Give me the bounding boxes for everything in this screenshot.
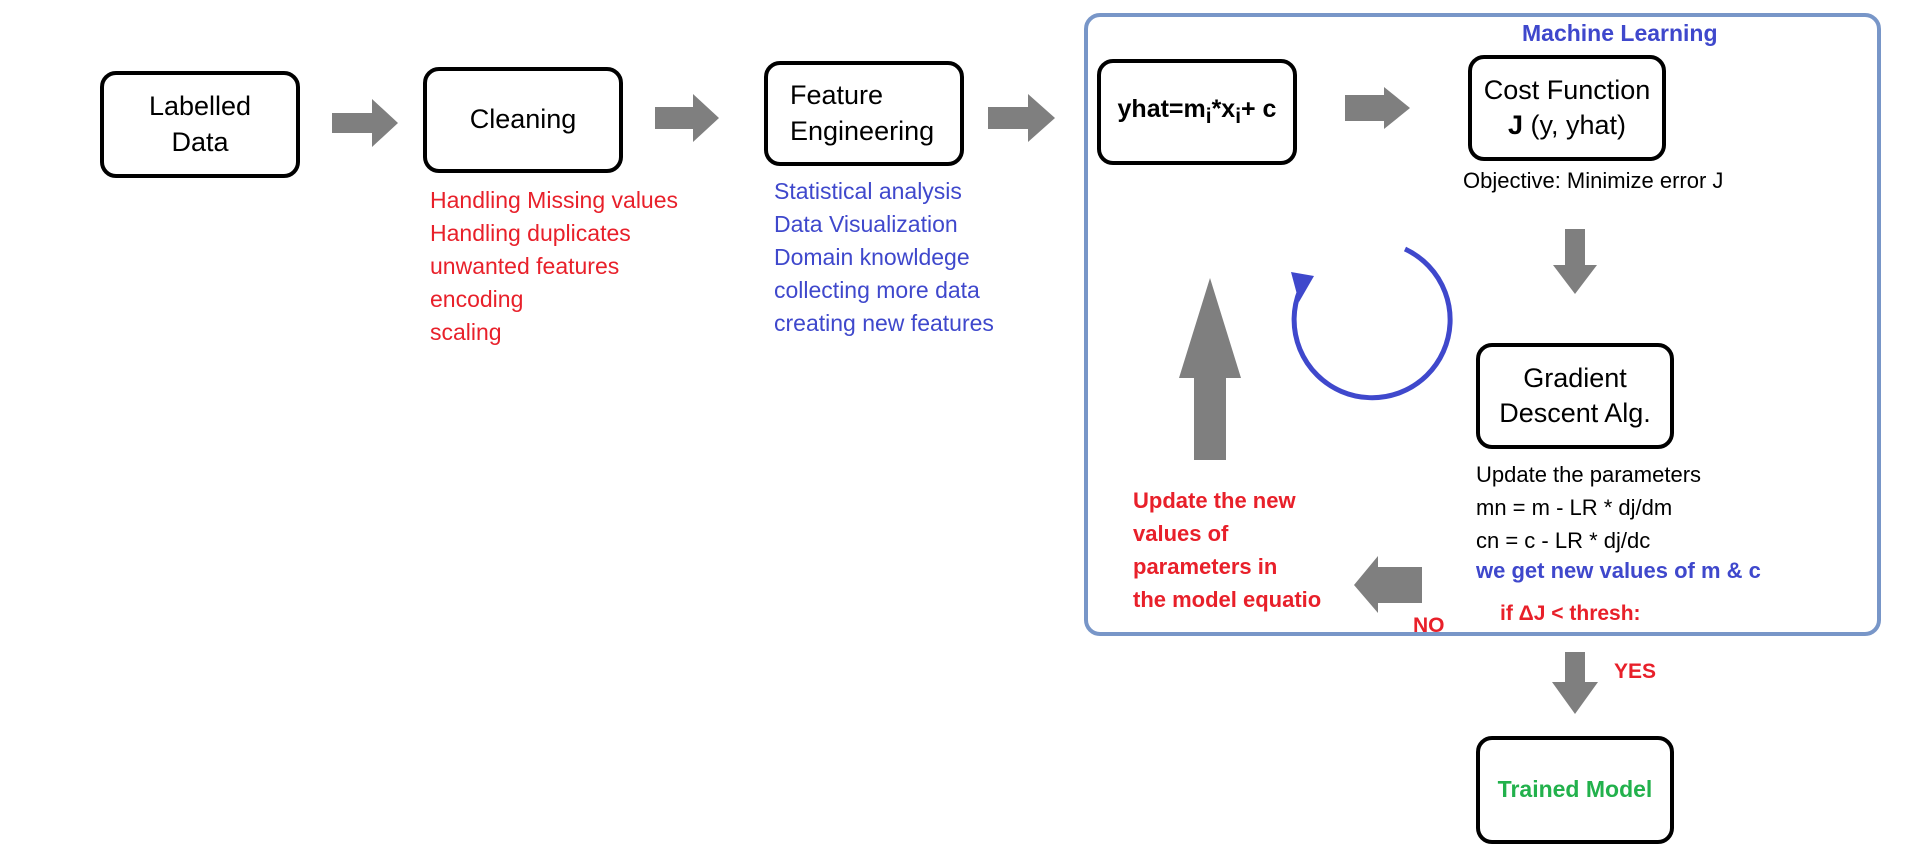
list-item: values of [1133,521,1229,546]
gradient-notes: Update the parameters mn = m - LR * dj/d… [1476,458,1701,557]
list-item: Data Visualization [774,211,958,237]
objective-text: Objective: Minimize error J [1463,168,1724,193]
iteration-cycle-icon [1291,246,1453,401]
arrow-cleaning-to-feature [655,94,719,142]
gradient-descent-node: Gradient Descent Alg. [1476,343,1674,449]
equation-sub-i: i [1205,105,1212,129]
arrow-model-to-cost [1345,87,1410,129]
arrow-gradient-to-update [1354,556,1422,613]
machine-learning-title: Machine Learning [1522,20,1718,46]
no-label: NO [1413,614,1445,637]
equation-star: * [1211,95,1222,124]
list-item: Update the new [1133,488,1296,513]
equation-tail: + c [1241,95,1277,124]
trained-model-label: Trained Model [1497,776,1653,803]
arrow-cost-to-gradient [1553,229,1597,294]
arrow-feature-to-model [988,94,1055,142]
list-item: parameters in [1133,554,1278,579]
gradient-descent-label: Gradient Descent Alg. [1499,362,1651,428]
list-item: Handling Missing values [430,187,679,213]
cleaning-label: Cleaning [469,104,577,135]
list-item: Statistical analysis [774,178,962,204]
list-item: the model equatio [1133,587,1322,612]
model-equation: yhat=mi*xi+ c [1118,93,1277,130]
equation-yhat: yhat=m [1117,95,1206,124]
labelled-data-label: Labelled Data [148,91,252,157]
cost-function-node: Cost Function J (y, yhat) [1468,55,1666,161]
cleaning-node: Cleaning [423,67,623,173]
list-item: encoding [430,286,524,312]
delta-icon: Δ [1518,602,1534,625]
arrow-update-to-model [1179,278,1241,460]
yes-label: YES [1614,660,1657,683]
threshold-condition: if ΔJ < thresh: [1500,602,1641,625]
arrow-to-trained-model [1552,652,1598,714]
machine-learning-frame [1084,13,1881,636]
list-item: collecting more data [774,277,980,303]
update-notes: Update the new values of parameters in t… [1133,484,1321,616]
model-equation-node: yhat=mi*xi+ c [1097,59,1297,165]
cleaning-notes: Handling Missing values Handling duplica… [430,184,678,349]
feature-engineering-label: Feature Engineering [790,80,935,146]
arrow-labelled-to-cleaning [332,99,398,147]
list-item: creating new features [774,310,994,336]
feature-engineering-node: Feature Engineering [764,61,964,166]
cost-function-label: Cost Function J (y, yhat) [1483,74,1651,140]
list-item: cn = c - LR * dj/dc [1476,528,1651,553]
list-item: Update the parameters [1476,462,1702,487]
new-values-text: we get new values of m & c [1476,558,1761,583]
list-item: unwanted features [430,253,620,279]
list-item: Domain knowldege [774,244,970,270]
trained-model-node: Trained Model [1476,736,1674,844]
list-item: scaling [430,319,502,345]
equation-sub-i-2: i [1235,105,1241,129]
list-item: mn = m - LR * dj/dm [1476,495,1673,520]
equation-x: x [1221,95,1236,124]
list-item: Handling duplicates [430,220,631,246]
labelled-data-node: Labelled Data [100,71,300,178]
feature-engineering-notes: Statistical analysis Data Visualization … [774,175,994,340]
